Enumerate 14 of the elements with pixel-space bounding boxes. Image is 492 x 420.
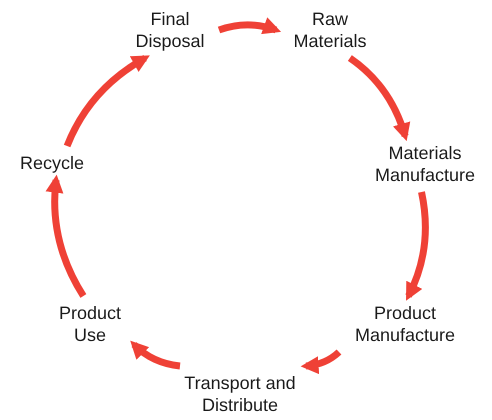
arrow bbox=[46, 174, 86, 298]
node-label: Recycle bbox=[20, 152, 84, 174]
arrow bbox=[218, 18, 282, 35]
node-label: Raw Materials bbox=[292, 8, 368, 52]
arrow bbox=[64, 54, 150, 148]
node-label: Product Use bbox=[58, 302, 122, 346]
node-label: Materials Manufacture bbox=[374, 142, 476, 186]
arrow bbox=[348, 55, 410, 142]
arrow bbox=[130, 340, 180, 370]
arrow bbox=[405, 191, 429, 301]
node-label: Product Manufacture bbox=[354, 302, 456, 346]
arrow bbox=[300, 349, 342, 374]
node-label: Transport and Distribute bbox=[183, 372, 297, 416]
node-label: Final Disposal bbox=[134, 8, 206, 52]
